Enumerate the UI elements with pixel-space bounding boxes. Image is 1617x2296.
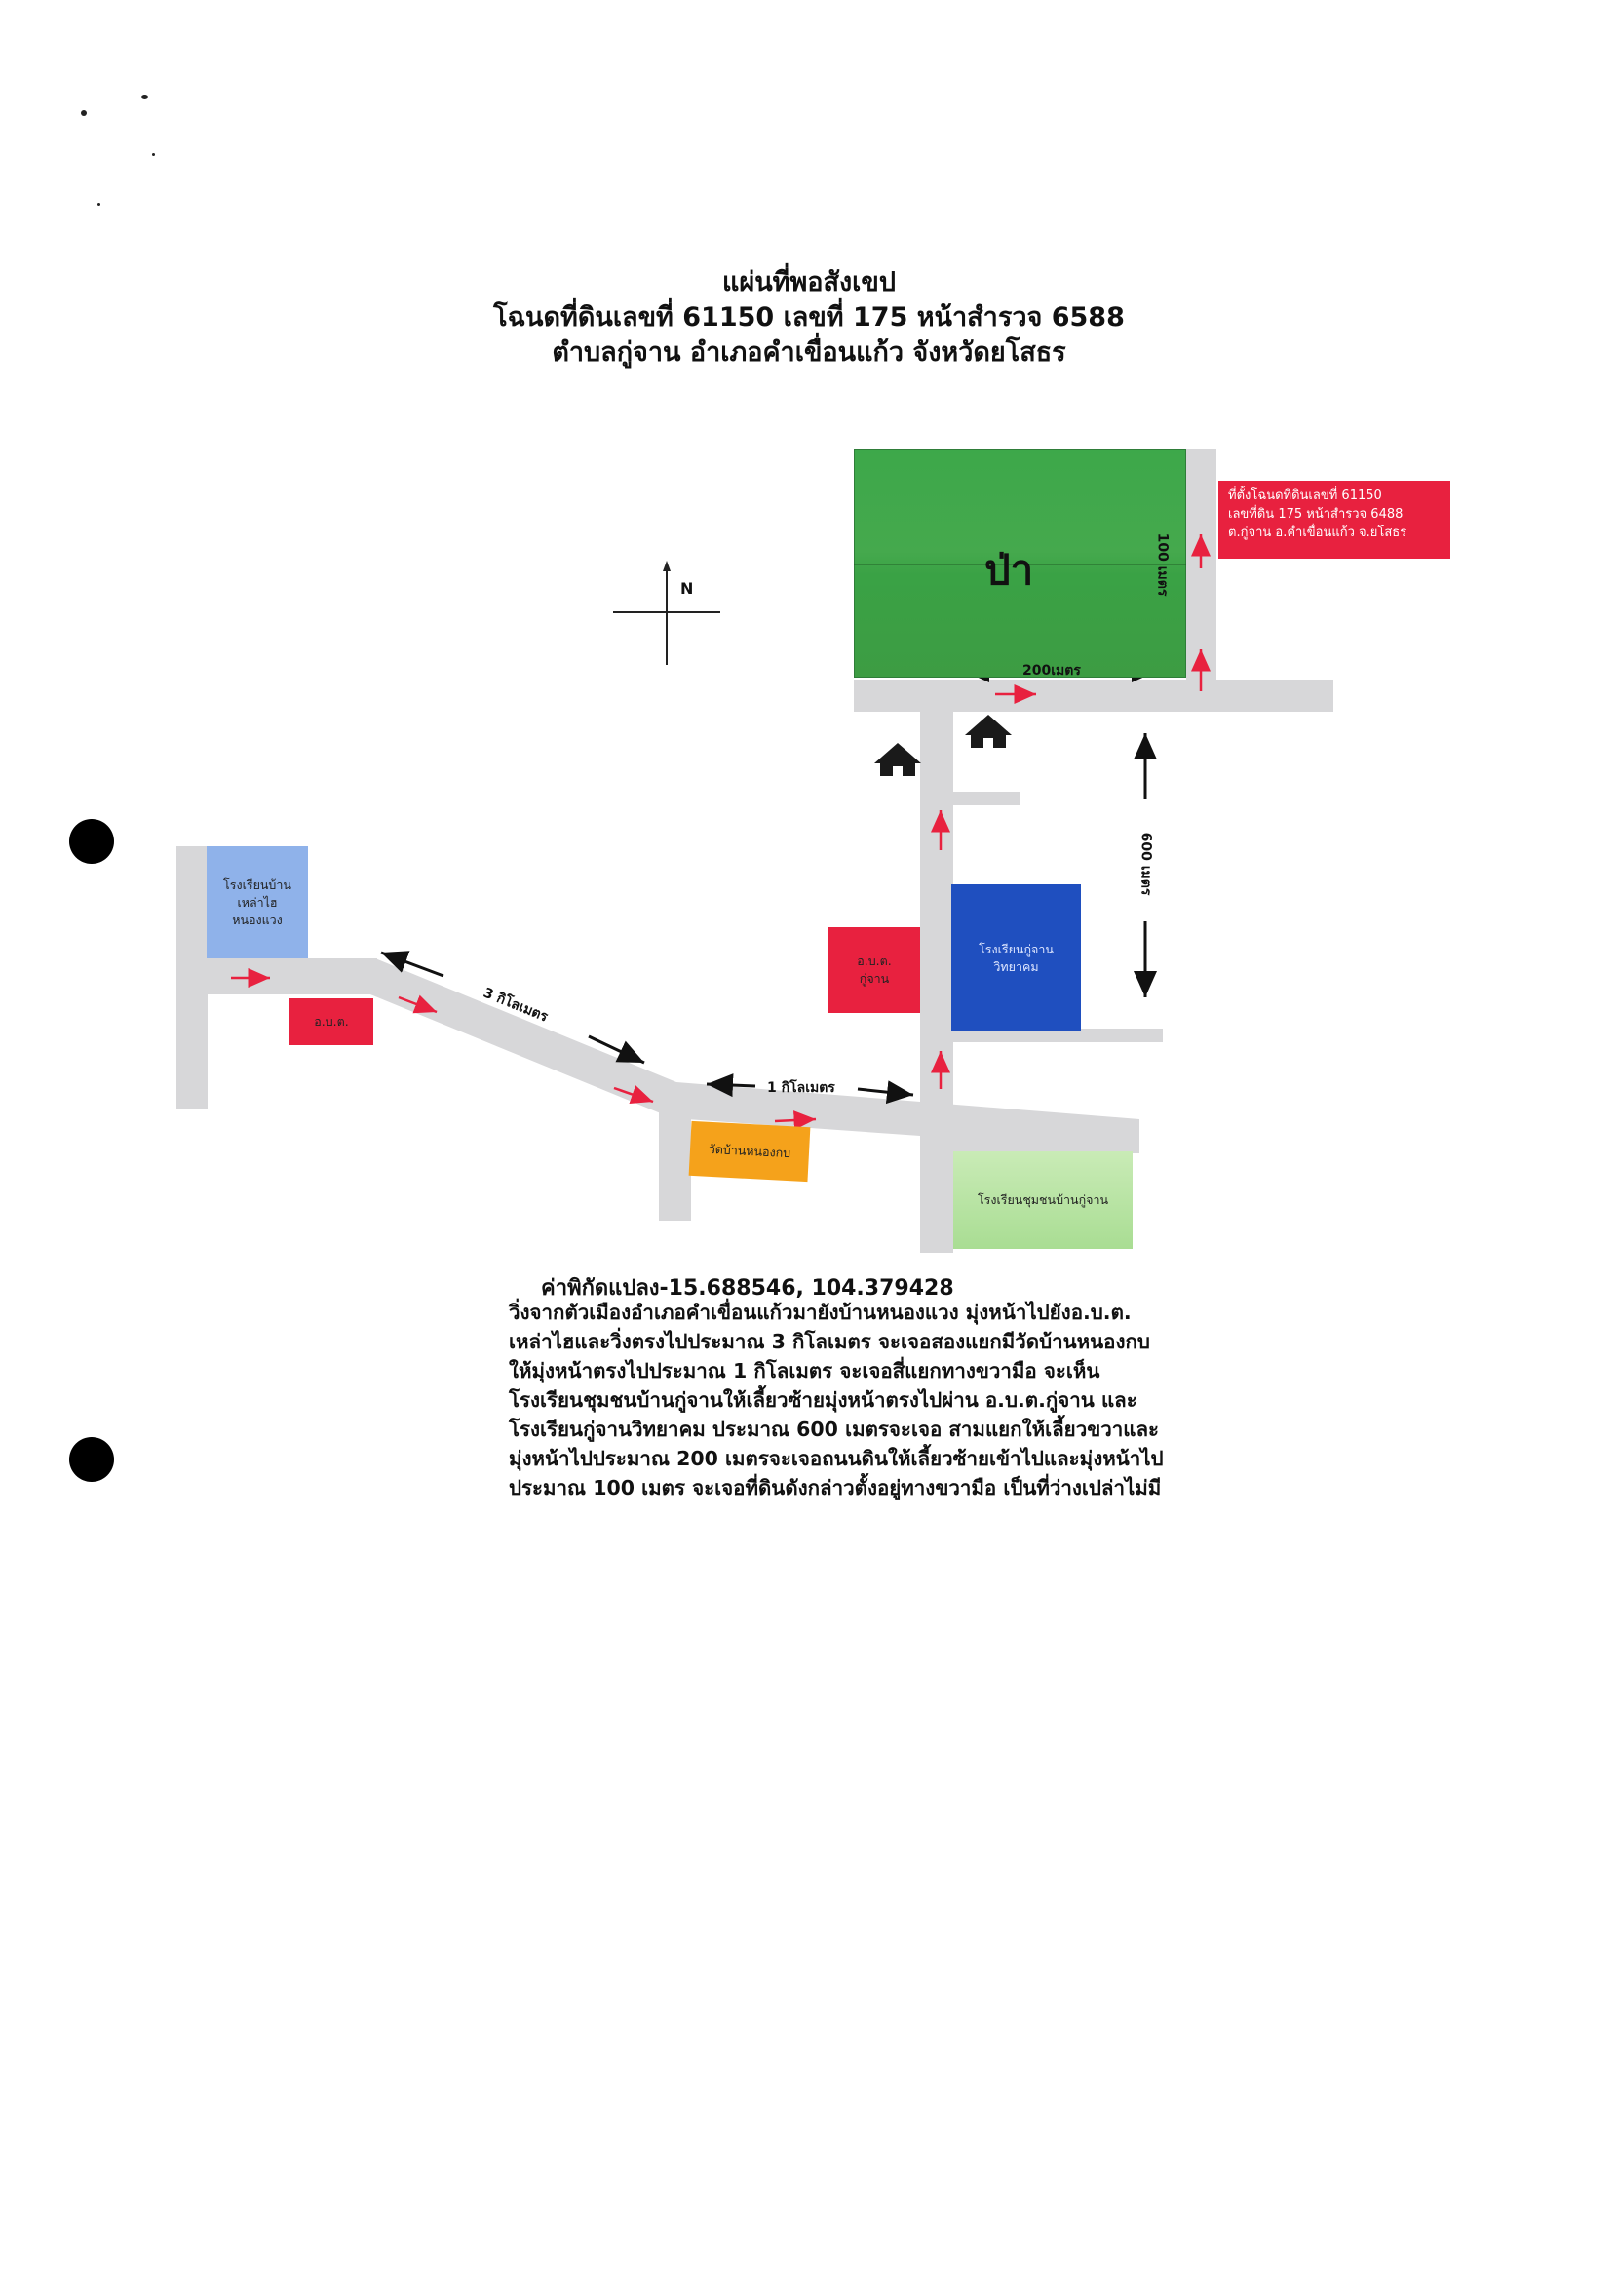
forest-width-label: 200เมตร — [1022, 663, 1081, 679]
sao-building-west: อ.บ.ต. — [289, 998, 373, 1045]
road-bottom-horizontal — [953, 1120, 1139, 1153]
school-lao-hai-nong-waeng: โรงเรียนบ้าน เหล่าไฮ หนองแวง — [207, 846, 308, 958]
sao-kujan-label: อ.บ.ต. กู่จาน — [857, 953, 892, 986]
directions-text: วิ่งจากตัวเมืองอำเภอคำเขื่อนแก้วมายังบ้า… — [509, 1298, 1289, 1502]
compass-north-label: N — [680, 579, 694, 598]
house-icon — [874, 743, 921, 776]
compass-icon — [613, 561, 720, 665]
scan-speck — [141, 95, 148, 99]
directions-line: มุ่งหน้าไปประมาณ 200 เมตรจะเจอถนนดินให้เ… — [509, 1447, 1164, 1470]
school-kujan-wittayakhom-label: โรงเรียนกู่จาน วิทยาคม — [979, 941, 1054, 974]
forest-label: ป่า — [984, 546, 1034, 594]
segment-600m-label: 600 เมตร — [1137, 832, 1154, 896]
directions-line: เหล่าไฮและวิ่งตรงไปประมาณ 3 กิโลเมตร จะเ… — [509, 1330, 1150, 1353]
punch-hole — [69, 1437, 114, 1482]
directions-line: วิ่งจากตัวเมืองอำเภอคำเขื่อนแก้วมายังบ้า… — [509, 1301, 1132, 1324]
forest-plot — [854, 449, 1186, 678]
road-wat-stub — [659, 1102, 691, 1221]
school-chumchon-kujan: โรงเรียนชุมชนบ้านกู่จาน — [953, 1151, 1133, 1249]
punch-hole — [69, 819, 114, 864]
road-top-horizontal — [854, 680, 1333, 712]
directions-line: โรงเรียนกู่จานวิทยาคม ประมาณ 600 เมตรจะเ… — [509, 1418, 1160, 1441]
segment-3km-label: 3 กิโลเมตร — [481, 985, 551, 1026]
road-main-vertical — [920, 712, 953, 1253]
deed-location-box: ที่ตั้งโฉนดที่ดินเลขที่ 61150 เลขที่ดิน … — [1218, 481, 1450, 559]
school-chumchon-label: โรงเรียนชุมชนบ้านกู่จาน — [977, 1192, 1109, 1207]
directions-line: โรงเรียนชุมชนบ้านกู่จานให้เลี้ยวซ้ายมุ่ง… — [509, 1388, 1137, 1412]
scan-speck — [97, 203, 100, 206]
title-line-2: โฉนดที่ดินเลขที่ 61150 เลขที่ 175 หน้าสำ… — [493, 302, 1125, 332]
forest-height-label: 100 เมตร — [1154, 532, 1171, 597]
sao-kujan: อ.บ.ต. กู่จาน — [828, 927, 920, 1013]
road-east-spur — [951, 1029, 1163, 1042]
school-kujan-wittayakhom: โรงเรียนกู่จาน วิทยาคม — [951, 884, 1081, 1031]
road-west-horizontal — [176, 958, 377, 994]
road-stub-east — [951, 792, 1020, 805]
scan-speck — [152, 153, 155, 156]
road-right-vertical — [1186, 449, 1216, 681]
map-title: แผ่นที่พอสังเขป โฉนดที่ดินเลขที่ 61150 เ… — [370, 265, 1248, 370]
wat-nong-kop: วัดบ้านหนองกบ — [688, 1120, 811, 1183]
directions-line: ประมาณ 100 เมตร จะเจอที่ดินดังกล่าวตั้งอ… — [509, 1476, 1162, 1499]
title-line-3: ตำบลกู่จาน อำเภอคำเขื่อนแก้ว จังหวัดยโสธ… — [552, 337, 1066, 368]
segment-1km-label: 1 กิโลเมตร — [767, 1080, 835, 1096]
sao-west-label: อ.บ.ต. — [314, 1014, 349, 1029]
title-line-1: แผ่นที่พอสังเขป — [722, 267, 896, 297]
scan-speck — [81, 110, 87, 116]
house-icon — [965, 715, 1012, 748]
wat-nong-kop-label: วัดบ้านหนองกบ — [708, 1141, 791, 1161]
directions-line: ให้มุ่งหน้าตรงไปประมาณ 1 กิโลเมตร จะเจอส… — [509, 1359, 1100, 1382]
school-lao-hai-label: โรงเรียนบ้าน เหล่าไฮ หนองแวง — [223, 876, 291, 927]
plot-coordinates: ค่าพิกัดแปลง-15.688546, 104.379428 — [541, 1276, 954, 1301]
